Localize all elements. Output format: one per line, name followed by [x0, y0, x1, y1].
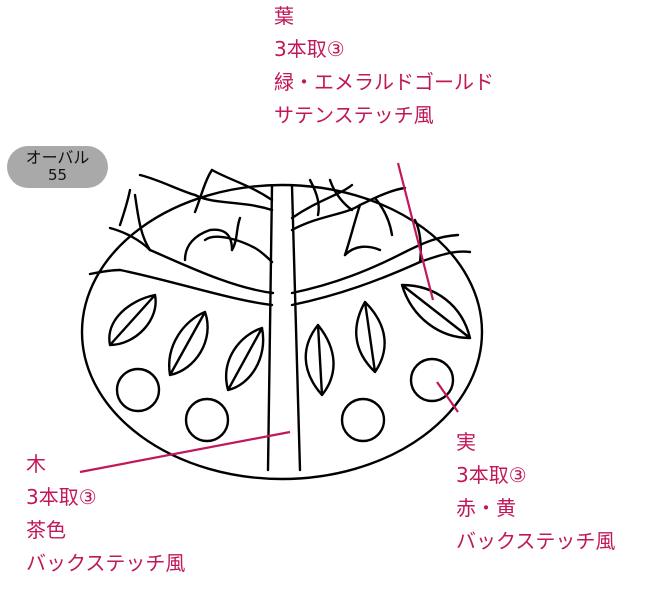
- leaf-leader-line: [396, 162, 435, 301]
- tree-colors-label: 茶色: [26, 518, 66, 542]
- fruit-annotation: 実 3本取③ 赤・黄 バックステッチ風: [456, 430, 615, 562]
- tree-stitch-label: バックステッチ風: [26, 551, 186, 575]
- leaf: [108, 293, 157, 347]
- fruit-part-label: 実: [456, 430, 476, 454]
- oval-size-badge: オーバル 55: [7, 146, 108, 188]
- fruits: [115, 357, 455, 443]
- leaf-part-label: 葉: [274, 4, 294, 28]
- tree-annotation: 木 3本取③ 茶色 バックステッチ風: [26, 452, 185, 584]
- fruit: [184, 397, 230, 443]
- fruit-strands-label: 3本取③: [456, 463, 527, 487]
- leaf: [400, 283, 472, 340]
- tree-leader-line: [79, 430, 291, 474]
- fruit-leader-line: [436, 381, 459, 413]
- leaf: [225, 326, 265, 392]
- tree-part-label: 木: [26, 452, 46, 476]
- tree-branches: [88, 168, 472, 307]
- fruit: [115, 367, 161, 413]
- leaf: [304, 323, 335, 397]
- tree-strands-label: 3本取③: [26, 485, 97, 509]
- fruit-colors-label: 赤・黄: [456, 496, 516, 520]
- badge-shape-label: オーバル: [25, 148, 90, 167]
- leaf-stitch-label: サテンステッチ風: [274, 103, 434, 127]
- fruit: [409, 357, 455, 403]
- leaves: [108, 283, 472, 397]
- leaf-strands-label: 3本取③: [274, 37, 345, 61]
- leaf: [168, 310, 209, 377]
- fruit: [340, 397, 386, 443]
- badge-size-label: 55: [47, 166, 68, 184]
- oval-frame: [80, 183, 484, 481]
- leaf-annotation: 葉 3本取③ 緑・エメラルドゴールド サテンステッチ風: [274, 4, 494, 136]
- leaf-colors-label: 緑・エメラルドゴールド: [274, 70, 494, 94]
- leaf: [355, 300, 386, 374]
- fruit-stitch-label: バックステッチ風: [456, 529, 616, 553]
- tree-trunk: [266, 184, 302, 472]
